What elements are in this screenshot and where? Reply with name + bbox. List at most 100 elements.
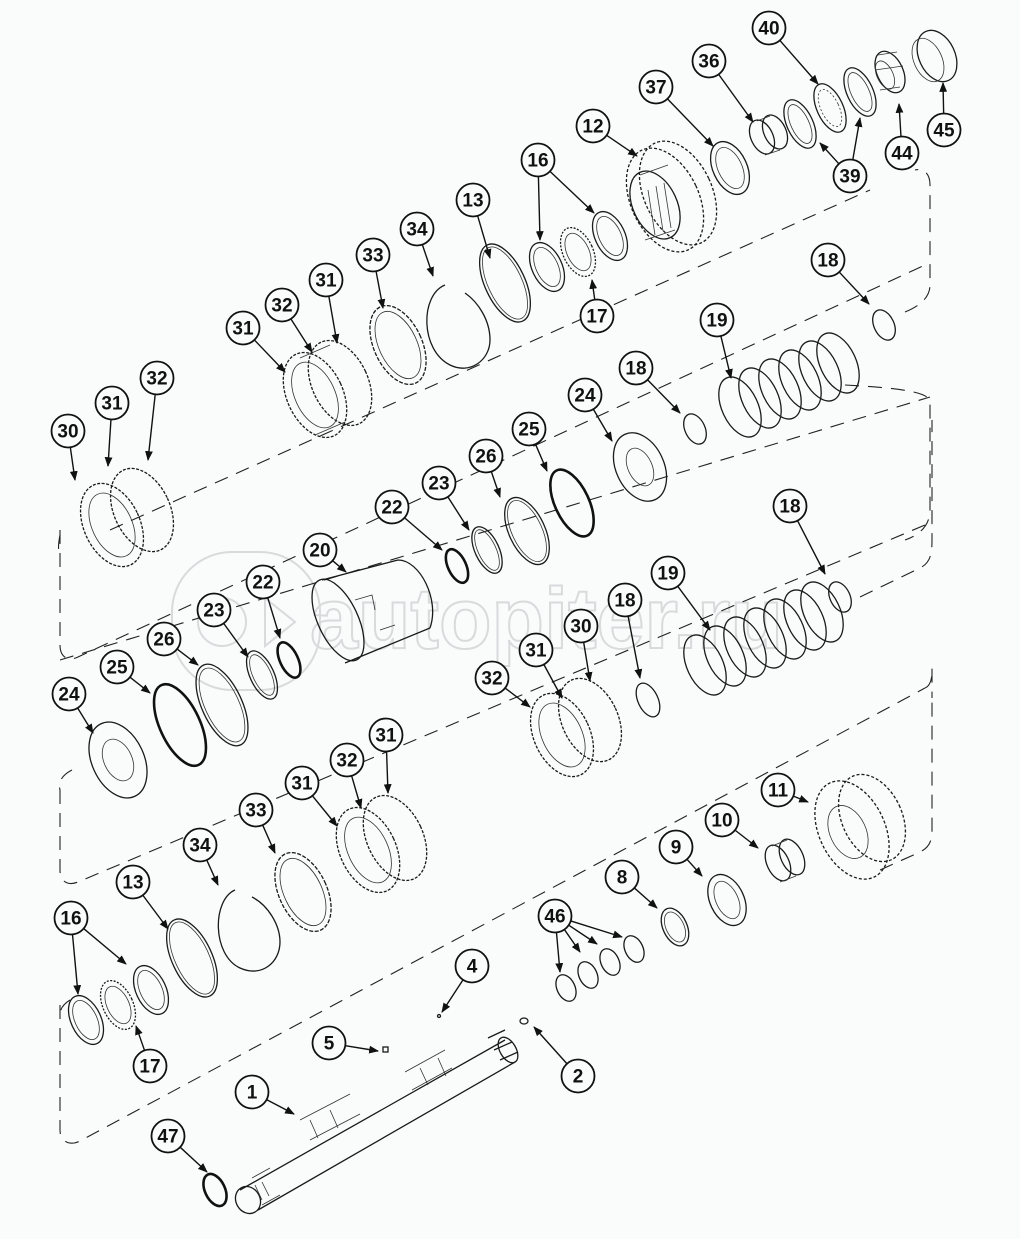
callout-number: 36 [698, 52, 719, 73]
callout-39: 39 [832, 158, 868, 194]
callout-circle [658, 829, 694, 865]
callout-number: 32 [271, 296, 292, 317]
leader-arrow [504, 687, 531, 708]
callout-circle [511, 411, 547, 447]
callout-number: 19 [706, 311, 727, 332]
callout-32: 32 [139, 360, 175, 396]
leader-arrow [447, 496, 470, 531]
callout-36: 36 [691, 43, 727, 79]
callout-circle [308, 262, 344, 298]
callout-number: 23 [203, 601, 224, 622]
leader-arrow [779, 39, 819, 85]
leader-arrow [570, 920, 623, 939]
callout-number: 34 [189, 836, 211, 857]
leader-arrow [535, 176, 544, 241]
callout-number: 31 [101, 394, 123, 415]
leader-arrow [734, 829, 759, 849]
callout-number: 32 [146, 369, 167, 390]
thrust-race-16c [132, 964, 170, 1016]
leader-arrow [266, 1099, 295, 1115]
leader-arrow [568, 924, 598, 945]
leader-arrow [490, 471, 501, 498]
callout-labels: 4036371216173944451334333132311819182425… [50, 10, 962, 1173]
callout-20: 20 [302, 532, 338, 568]
callout-number: 1 [247, 1083, 258, 1104]
callout-40: 40 [751, 10, 787, 46]
leader-arrow [606, 134, 638, 157]
leader-arrow [206, 859, 219, 886]
seal-ring-23a [471, 526, 503, 574]
callout-circle [884, 135, 920, 171]
thrust-bearing-17b [99, 979, 137, 1031]
callout-circle [234, 1074, 270, 1110]
callout-number: 11 [768, 781, 789, 802]
callout-circle [563, 608, 599, 644]
leader-arrow [145, 394, 156, 461]
callout-circle [575, 108, 611, 144]
leader-arrow [534, 443, 548, 472]
callout-circle [421, 465, 457, 501]
leader-arrow [176, 648, 199, 666]
callout-number: 30 [570, 617, 591, 638]
snap-ring-18c [828, 581, 852, 613]
callout-18: 18 [810, 242, 846, 278]
leader-arrow [104, 419, 113, 467]
end-plate-33b [274, 851, 332, 933]
callout-19: 19 [699, 302, 735, 338]
callout-circle [245, 564, 281, 600]
callout-number: 44 [891, 144, 913, 165]
callout-24: 24 [567, 377, 603, 413]
thrust-bearing-40 [813, 83, 847, 133]
snap-ring-13b [165, 918, 219, 998]
callout-circle [238, 792, 274, 828]
callout-circle [374, 489, 410, 525]
leader-arrow [838, 271, 870, 305]
callout-number: 18 [779, 497, 800, 518]
leader-arrow [819, 142, 840, 165]
callout-34: 34 [182, 827, 218, 863]
callout-circle [139, 360, 175, 396]
callout-circle [115, 864, 151, 900]
callout-circle [607, 582, 643, 618]
callout-19: 19 [650, 555, 686, 591]
callout-24: 24 [51, 676, 87, 712]
callout-number: 17 [139, 1057, 160, 1078]
leader-arrow [129, 676, 151, 694]
leader-arrow [83, 928, 127, 965]
callout-number: 19 [657, 564, 678, 585]
callout-circle [474, 660, 510, 696]
return-spring-19a [718, 332, 860, 438]
leader-arrow [332, 560, 347, 573]
callout-number: 31 [375, 726, 397, 747]
callout-circle [225, 310, 261, 346]
callout-1: 1 [234, 1074, 270, 1110]
callout-47: 47 [150, 1118, 186, 1154]
leader-arrow [375, 271, 386, 309]
callout-number: 5 [324, 1034, 335, 1055]
callout-31: 31 [308, 262, 344, 298]
callout-circle [468, 438, 504, 474]
clutch-pack-left [79, 467, 175, 568]
callout-number: 23 [428, 474, 449, 495]
leader-arrow [383, 751, 392, 794]
thrust-bearing-17a [559, 226, 597, 278]
callout-25: 25 [511, 411, 547, 447]
callout-25: 25 [99, 649, 135, 685]
callout-circle [329, 742, 365, 778]
callout-17: 17 [132, 1048, 168, 1084]
return-spring-19b [683, 581, 844, 696]
leader-arrow [135, 1025, 146, 1051]
snap-ring-18d [635, 682, 661, 718]
callout-31: 31 [368, 717, 404, 753]
seal-ring-26a [504, 496, 550, 566]
callout-circle [50, 413, 86, 449]
o-ring-47 [202, 1172, 228, 1208]
callout-circle [618, 350, 654, 386]
callout-number: 46 [544, 907, 565, 928]
callout-circle [604, 859, 640, 895]
callout-22: 22 [374, 489, 410, 525]
callout-number: 34 [406, 220, 428, 241]
leader-arrow [677, 585, 711, 631]
leader-arrow [262, 824, 276, 854]
callout-46: 46 [537, 898, 573, 934]
